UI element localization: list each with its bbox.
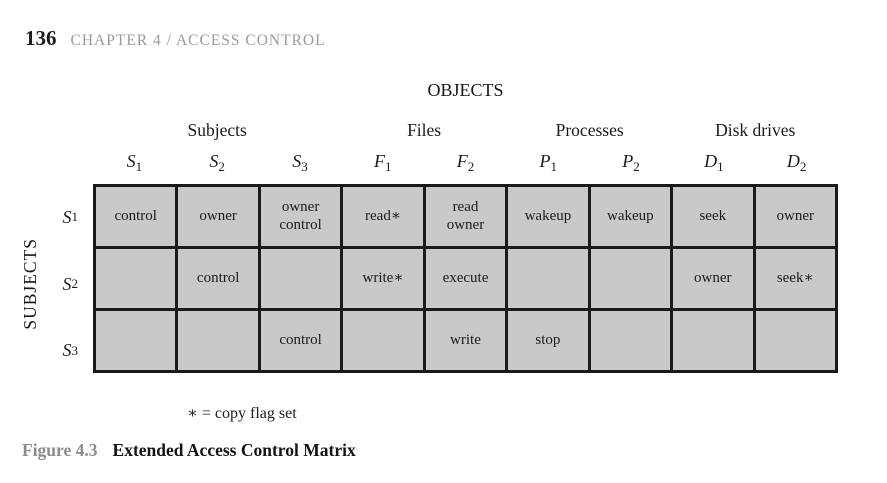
matrix-cell: owner — [670, 246, 756, 311]
matrix-cell — [340, 308, 426, 373]
matrix-cell: owner — [752, 184, 838, 249]
matrix-cell — [670, 308, 756, 373]
objects-axis-label: OBJECTS — [427, 80, 504, 100]
page-number: 136 — [25, 26, 57, 50]
matrix-cell: control — [92, 184, 179, 249]
figure-caption-text: Extended Access Control Matrix — [112, 440, 356, 460]
matrix-row-s1: control owner owner control read∗ read o… — [92, 184, 838, 249]
access-control-matrix: control owner owner control read∗ read o… — [92, 184, 838, 373]
page-header: 136 CHAPTER 4 / ACCESS CONTROL — [25, 26, 326, 51]
matrix-cell: seek — [670, 184, 756, 249]
matrix-cell: write∗ — [340, 246, 426, 311]
column-group-row: Subjects Files Processes Disk drives — [93, 120, 838, 141]
matrix-cell: execute — [422, 246, 509, 311]
matrix-cell — [175, 308, 261, 373]
column-header-d2: D2 — [786, 151, 807, 174]
column-group-subjects: Subjects — [187, 120, 247, 140]
column-header-s2: S2 — [209, 151, 225, 174]
column-header-f1: F1 — [373, 151, 392, 174]
matrix-cell — [587, 246, 674, 311]
copy-flag-footnote: ∗ = copy flag set — [187, 405, 297, 422]
matrix-cell: owner control — [257, 184, 344, 249]
column-group-files: Files — [407, 120, 442, 140]
column-header-row: S1 S2 S3 F1 F2 P1 P2 D1 D2 — [93, 151, 838, 174]
column-header-p1: P1 — [539, 151, 558, 174]
matrix-cell — [752, 308, 838, 373]
matrix-cell: control — [257, 308, 344, 373]
matrix-cell: wakeup — [505, 184, 591, 249]
matrix-cell: read∗ — [340, 184, 426, 249]
matrix-cell — [257, 246, 344, 311]
figure-caption-label: Figure 4.3 — [22, 440, 98, 460]
matrix-row-s2: control write∗ execute owner seek∗ — [92, 246, 838, 311]
column-header-f2: F2 — [456, 151, 475, 174]
column-group-disk-drives: Disk drives — [715, 120, 796, 140]
column-header-s3: S3 — [292, 151, 308, 174]
matrix-cell: read owner — [422, 184, 509, 249]
matrix-cell: write — [422, 308, 509, 373]
matrix-cell: stop — [505, 308, 591, 373]
matrix-cell: owner — [175, 184, 261, 249]
chapter-title: CHAPTER 4 / ACCESS CONTROL — [70, 32, 326, 49]
matrix-cell — [587, 308, 674, 373]
figure-caption: Figure 4.3 Extended Access Control Matri… — [22, 440, 356, 461]
column-header-p2: P2 — [622, 151, 640, 174]
matrix-cell: wakeup — [587, 184, 674, 249]
column-header-d1: D1 — [704, 151, 724, 174]
column-header-s1: S1 — [126, 151, 143, 174]
subjects-axis-label: SUBJECTS — [19, 238, 40, 330]
matrix-cell: control — [175, 246, 261, 311]
column-group-processes: Processes — [555, 120, 624, 140]
matrix-cell — [92, 308, 179, 373]
matrix-cell — [505, 246, 591, 311]
matrix-cell: seek∗ — [752, 246, 838, 311]
matrix-cell — [92, 246, 179, 311]
matrix-row-s3: control write stop — [92, 308, 838, 373]
